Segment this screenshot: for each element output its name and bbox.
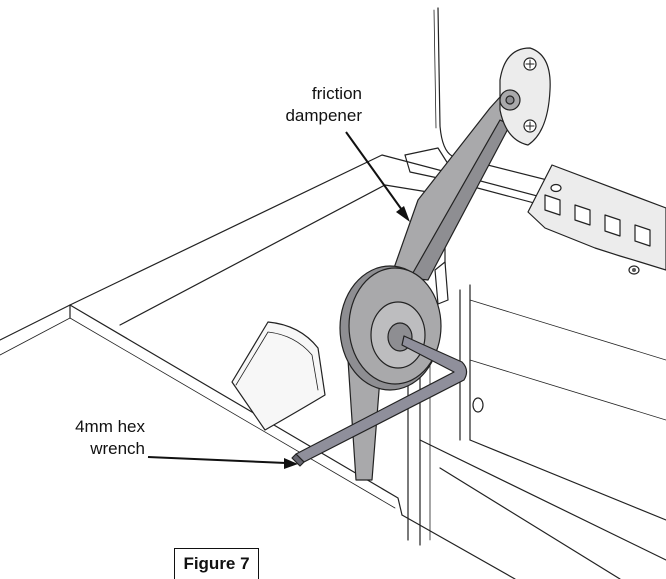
hinge xyxy=(527,164,666,275)
wrench-leader xyxy=(147,456,287,464)
leader-lines xyxy=(147,131,410,469)
bracket xyxy=(231,321,326,431)
friction-dampener-label: friction dampener xyxy=(272,83,362,127)
hex-wrench-label-line1: 4mm hex xyxy=(75,417,145,436)
hex-wrench-label-line2: wrench xyxy=(90,439,145,458)
mounting-plate xyxy=(499,47,551,146)
friction-dampener-label-line1: friction xyxy=(311,84,362,103)
figure-caption: Figure 7 xyxy=(183,554,250,573)
dampener-arrowhead xyxy=(396,206,410,222)
dampener-arm xyxy=(387,85,521,286)
friction-dampener-label-line2: dampener xyxy=(285,106,362,125)
hex-wrench xyxy=(291,335,468,467)
wrench-arrowhead xyxy=(284,458,298,469)
dampener-disc xyxy=(339,265,442,391)
figure-caption-box: Figure 7 xyxy=(174,548,259,579)
hex-wrench-label: 4mm hex wrench xyxy=(50,416,145,460)
dampener-leader xyxy=(345,131,403,211)
lid-edge xyxy=(437,7,453,157)
front-panel xyxy=(0,304,403,516)
